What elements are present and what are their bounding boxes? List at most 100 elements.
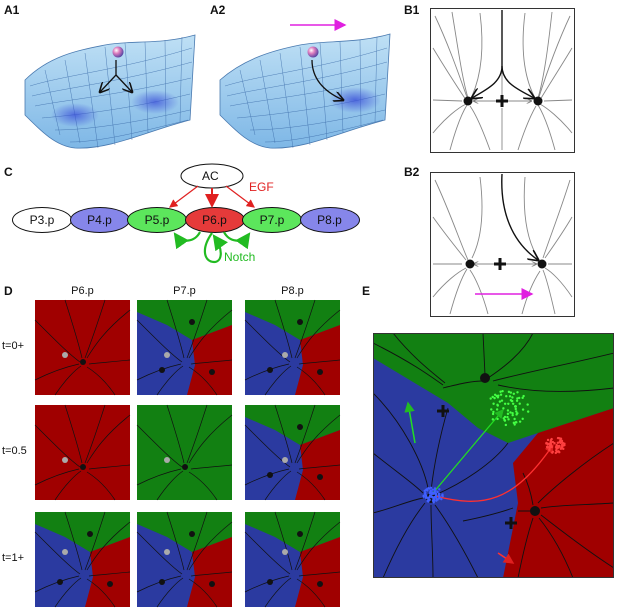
cluster-point [556, 446, 559, 449]
cluster-point [433, 487, 437, 490]
cluster-point [521, 396, 524, 400]
cluster-point [424, 491, 427, 494]
cluster-point [492, 410, 495, 414]
cluster-point [546, 438, 550, 442]
cluster-point [502, 417, 505, 420]
anchor-cell-signals [169, 163, 255, 264]
phase-cell [34, 299, 131, 396]
cluster-point [506, 415, 509, 419]
cluster-point [509, 411, 512, 414]
cluster-point [500, 399, 504, 402]
cluster-point [546, 445, 549, 448]
cluster-point [557, 450, 560, 453]
cluster-point [434, 494, 438, 497]
panel-label-b2: B2 [404, 165, 420, 179]
panel-label-e: E [362, 284, 371, 298]
panel-label-d: D [4, 284, 13, 298]
cluster-point [558, 444, 561, 448]
panel-label-a1: A1 [4, 3, 20, 17]
cluster-point [499, 393, 503, 396]
cluster-point [441, 495, 444, 498]
cluster-point [507, 402, 510, 405]
cluster-point [429, 486, 433, 489]
cluster-point [427, 487, 431, 490]
cluster-point [425, 488, 428, 492]
phase-portrait-b1 [430, 8, 575, 153]
cluster-point [431, 488, 434, 491]
cluster-point [511, 402, 515, 405]
cluster-point [505, 395, 508, 398]
cluster-point [512, 392, 516, 395]
phase-portrait-b2 [430, 172, 575, 317]
cluster-point [502, 407, 505, 410]
cluster-point [514, 407, 517, 411]
phase-cell [244, 404, 341, 501]
cluster-point [491, 418, 495, 421]
cluster-point [491, 412, 495, 416]
cluster-point [432, 501, 435, 504]
cell-p5-p: P5.p [127, 207, 187, 233]
anchor-cell-label: AC [202, 169, 219, 183]
cluster-point [510, 399, 514, 403]
cluster-point [548, 445, 551, 449]
cluster-point [549, 443, 553, 446]
cluster-point [515, 399, 519, 402]
cluster-point [506, 412, 510, 416]
cluster-point [438, 496, 441, 499]
cluster-point [496, 404, 500, 407]
cell-p6-p: P6.p [184, 207, 245, 233]
cluster-point [559, 447, 563, 450]
cluster-point [514, 405, 517, 408]
cluster-point [516, 391, 519, 394]
cluster-point [526, 410, 530, 413]
cluster-point [558, 437, 561, 440]
cell-p3-p: P3.p [12, 207, 72, 233]
cluster-point [504, 423, 508, 427]
cluster-point [522, 394, 525, 398]
grid-row-label: t=0+ [2, 340, 25, 352]
phase-portrait-e [373, 333, 614, 578]
cluster-point [518, 402, 521, 405]
cluster-point [553, 442, 556, 445]
cluster-point [428, 491, 432, 495]
cluster-point [516, 397, 519, 400]
notch-label: Notch [224, 250, 256, 264]
cluster-point [549, 440, 552, 443]
cluster-point [492, 402, 495, 405]
cluster-point [432, 492, 435, 495]
cluster-point [499, 390, 502, 393]
grid-column-header: P7.p [173, 285, 196, 297]
cluster-point [511, 412, 514, 415]
phase-cell [136, 511, 233, 608]
grid-row-label: t=0.5 [2, 445, 27, 457]
cluster-point [562, 447, 565, 451]
cluster-point [431, 496, 435, 499]
cluster-point [515, 421, 518, 424]
cluster-point [515, 413, 518, 416]
cluster-point [495, 408, 499, 411]
cluster-point [440, 497, 443, 501]
cluster-point [422, 494, 425, 498]
cluster-point [489, 397, 492, 400]
panel-label-c: C [4, 165, 13, 179]
cluster-point [501, 389, 504, 393]
cluster-point [511, 396, 514, 399]
cluster-point [508, 395, 512, 398]
cluster-point [563, 443, 566, 447]
phase-cell [244, 511, 341, 608]
phase-cell [244, 299, 341, 396]
grid-column-header: P6.p [71, 285, 94, 297]
cluster-point [507, 390, 511, 394]
cluster-point [498, 400, 502, 403]
cluster-point [526, 403, 529, 406]
cluster-point [493, 396, 496, 400]
landscape-a1 [24, 34, 196, 149]
cluster-point [438, 488, 441, 491]
cluster-point [546, 442, 549, 446]
cluster-point [512, 421, 516, 425]
cluster-point [503, 419, 507, 422]
phase-cell [136, 299, 233, 396]
cluster-point [506, 409, 510, 412]
grid-column-header: P8.p [281, 285, 304, 297]
cell-p8-p: P8.p [299, 207, 360, 233]
